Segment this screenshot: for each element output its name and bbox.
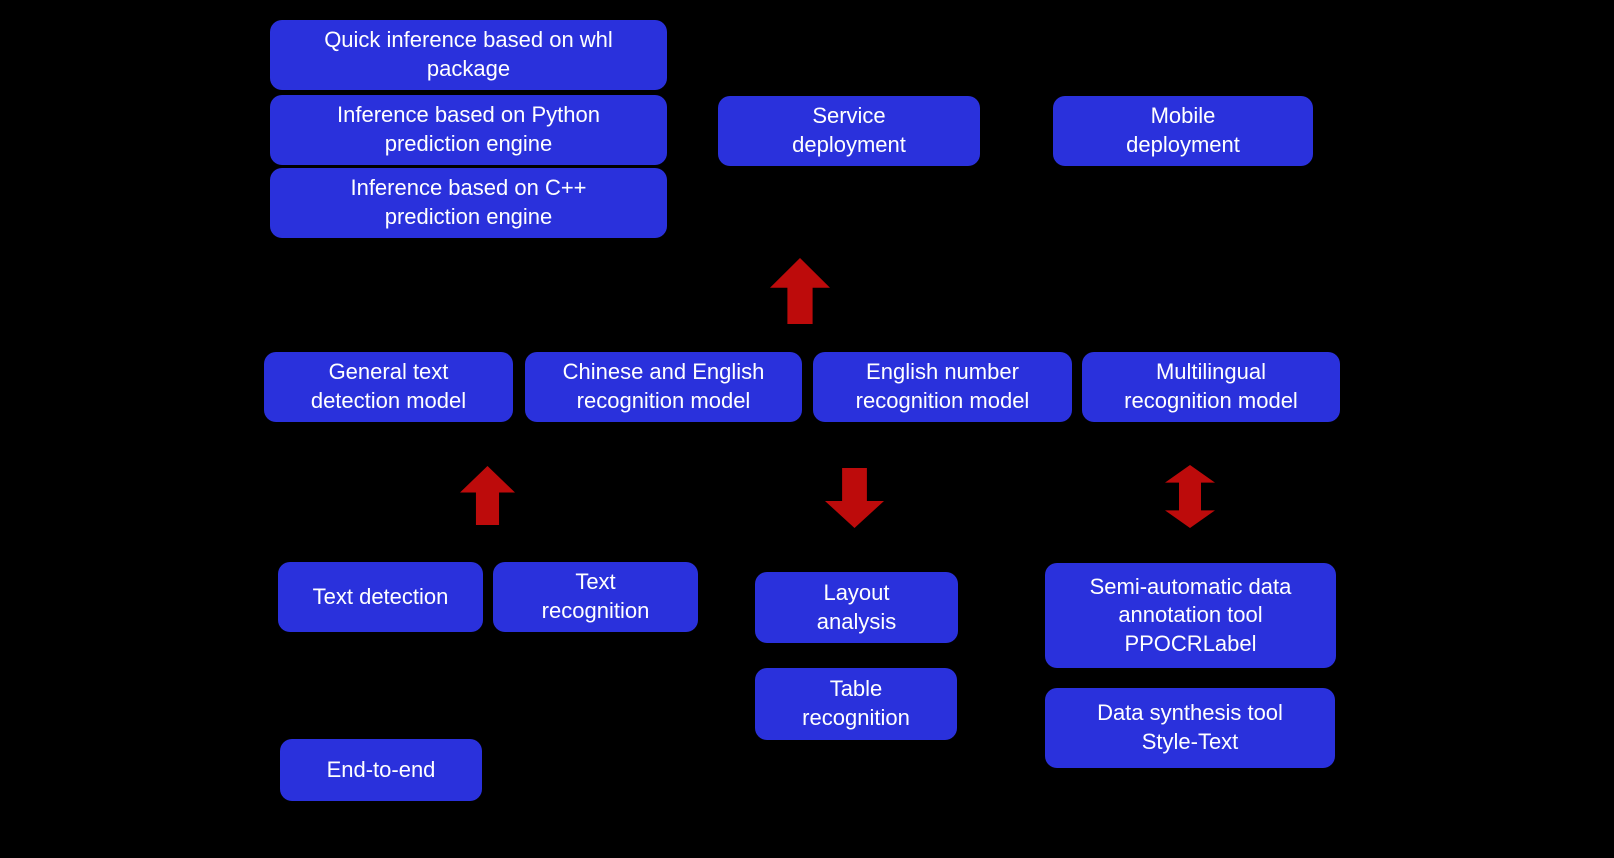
box-service-deployment: Service deployment xyxy=(718,96,980,166)
box-layout-analysis: Layout analysis xyxy=(755,572,958,643)
arrow-up-detection-icon xyxy=(460,466,515,525)
box-general-text-detection-model: General text detection model xyxy=(264,352,513,422)
box-multilingual-recognition-model: Multilingual recognition model xyxy=(1082,352,1340,422)
arrow-up-deployment-icon xyxy=(770,258,830,324)
box-end-to-end: End-to-end xyxy=(280,739,482,801)
box-chinese-english-recognition-model: Chinese and English recognition model xyxy=(525,352,802,422)
box-ppocrlabel-annotation-tool: Semi-automatic data annotation tool PPOC… xyxy=(1045,563,1336,668)
box-english-number-recognition-model: English number recognition model xyxy=(813,352,1072,422)
arrow-down-structure-icon xyxy=(825,468,884,528)
box-mobile-deployment: Mobile deployment xyxy=(1053,96,1313,166)
box-python-prediction-engine: Inference based on Python prediction eng… xyxy=(270,95,667,165)
arrow-updown-data-tools-icon xyxy=(1165,465,1215,528)
box-table-recognition: Table recognition xyxy=(755,668,957,740)
box-text-detection: Text detection xyxy=(278,562,483,632)
box-style-text-synthesis-tool: Data synthesis tool Style-Text xyxy=(1045,688,1335,768)
box-quick-whl-inference: Quick inference based on whl package xyxy=(270,20,667,90)
box-cpp-prediction-engine: Inference based on C++ prediction engine xyxy=(270,168,667,238)
box-text-recognition: Text recognition xyxy=(493,562,698,632)
